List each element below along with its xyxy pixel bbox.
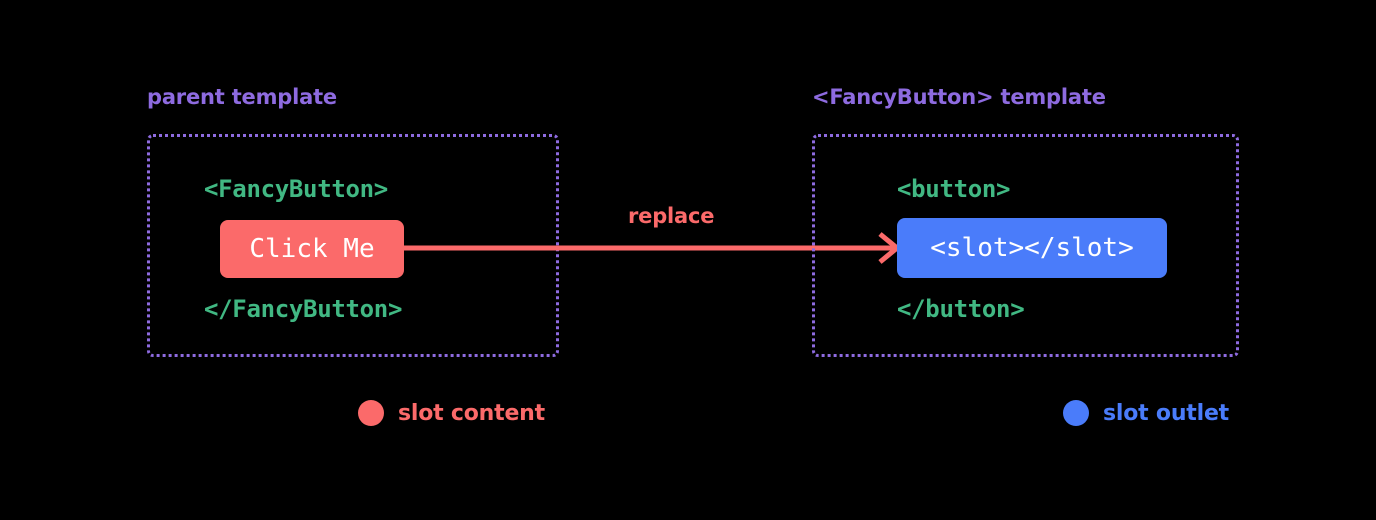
fancybutton-template-box [812, 134, 1239, 357]
fancybutton-open-tag: <button> [897, 175, 1011, 203]
legend-label-slot-content: slot content [398, 400, 545, 426]
legend-item-slot-outlet: slot outlet [1063, 400, 1229, 426]
fancybutton-template-caption: <FancyButton> template [812, 85, 1106, 109]
legend-label-slot-outlet: slot outlet [1103, 400, 1229, 426]
parent-open-tag: <FancyButton> [204, 175, 388, 203]
replace-label: replace [628, 204, 715, 228]
slot-content-chip: Click Me [220, 220, 404, 278]
parent-template-caption: parent template [147, 85, 337, 109]
slot-outlet-chip: <slot></slot> [897, 218, 1167, 278]
legend-swatch-red-circle-icon [358, 400, 384, 426]
parent-close-tag: </FancyButton> [204, 295, 403, 323]
legend-item-slot-content: slot content [358, 400, 545, 426]
legend-swatch-blue-circle-icon [1063, 400, 1089, 426]
fancybutton-close-tag: </button> [897, 295, 1025, 323]
